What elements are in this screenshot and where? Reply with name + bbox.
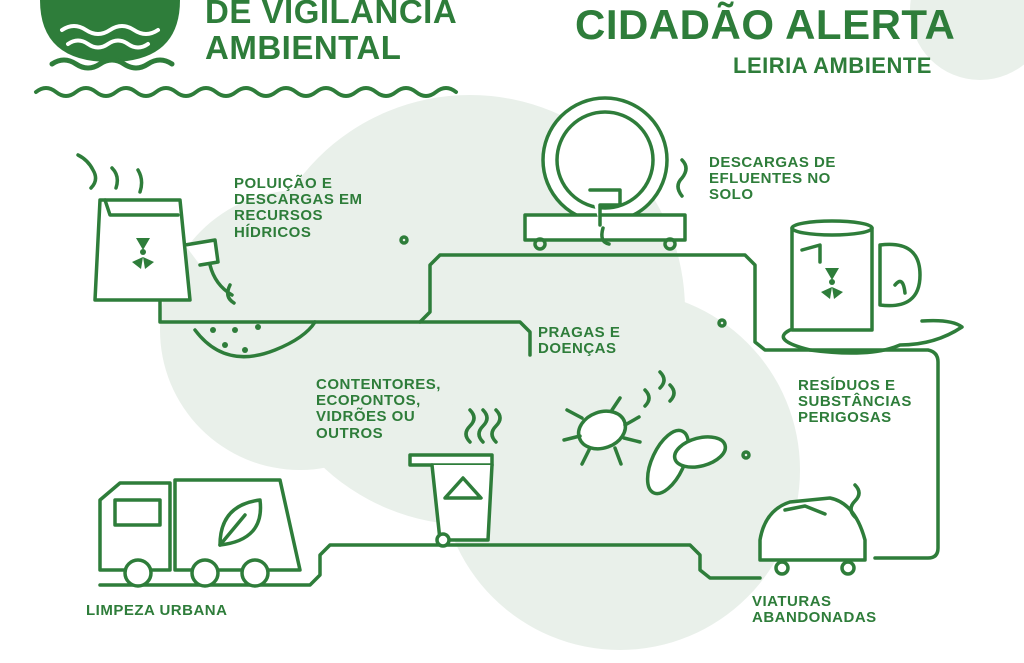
tanker-icon — [523, 96, 688, 251]
flow-path-bottom — [98, 543, 762, 587]
label-viaturas: VIATURAS ABANDONADAS — [752, 593, 877, 627]
label-poluicao: POLUIÇÃO E DESCARGAS EM RECURSOS HÍDRICO… — [234, 175, 363, 241]
page-subtitle: LEIRIA AMBIENTE — [733, 53, 932, 78]
recycle-bin-icon — [408, 408, 502, 548]
barrel-icon — [781, 219, 964, 355]
dot-decor-2 — [717, 318, 727, 328]
water-drops — [210, 324, 261, 353]
fly-icon — [643, 370, 728, 496]
flow-path-lower — [418, 320, 532, 357]
dot-decor-3 — [741, 450, 751, 460]
logo-icon — [40, 0, 180, 71]
label-efluentes: DESCARGAS DE EFLUENTES NO SOLO — [709, 154, 836, 204]
wave-divider-icon — [34, 86, 458, 98]
label-contentores: CONTENTORES, ECOPONTOS, VIDRÕES OU OUTRO… — [316, 376, 441, 442]
garbage-truck-icon — [98, 478, 302, 588]
dot-decor — [399, 235, 409, 245]
page-title: CIDADÃO ALERTA — [575, 1, 956, 48]
flow-path — [158, 253, 940, 560]
car-icon — [758, 483, 867, 576]
bug-icon — [562, 396, 642, 466]
leaf-icon — [218, 498, 263, 547]
logo-line1: DE VIGILANCIA — [205, 0, 458, 30]
water-pool — [193, 320, 317, 359]
label-limpeza: LIMPEZA URBANA — [86, 602, 228, 619]
radiation-icon — [132, 238, 154, 269]
label-residuos: RESÍDUOS E SUBSTÂNCIAS PERIGOSAS — [798, 377, 912, 427]
logo-line2: AMBIENTAL — [205, 29, 402, 66]
radiation-icon-2 — [821, 268, 843, 299]
label-pragas: PRAGAS E DOENÇAS — [538, 324, 621, 358]
